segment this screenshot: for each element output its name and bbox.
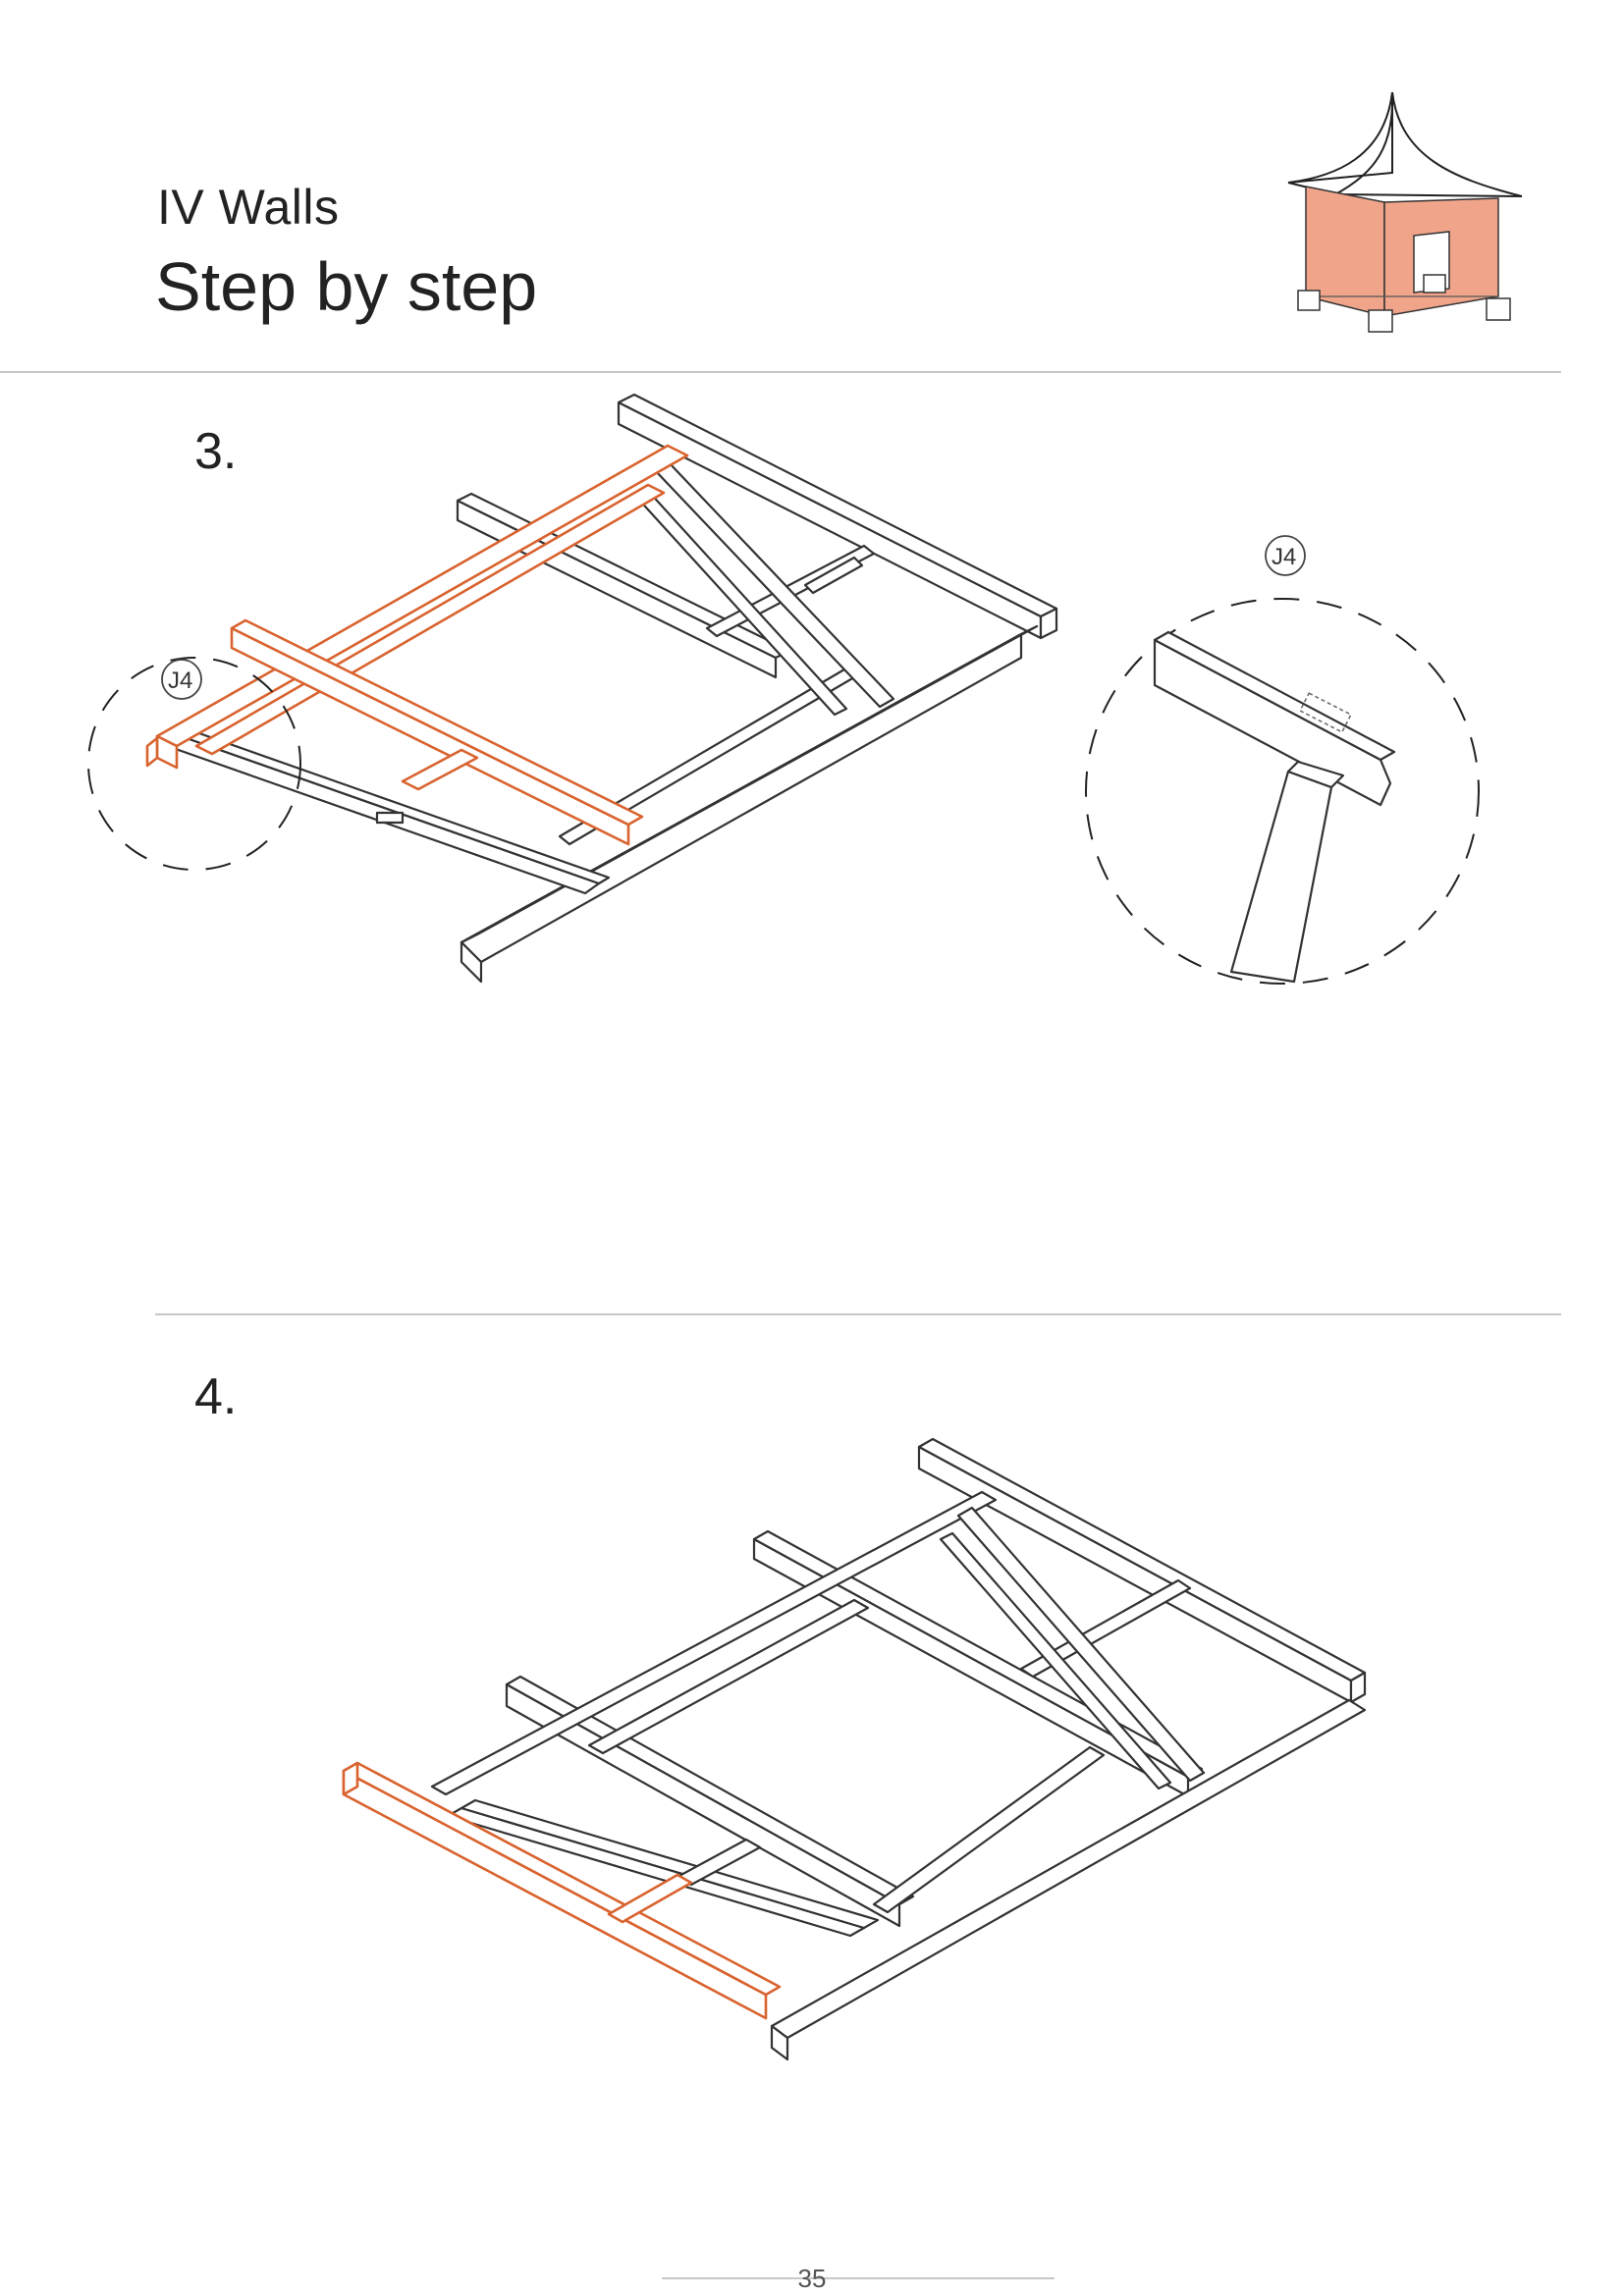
footer-divider: [662, 2277, 1055, 2279]
step-3-frame-diagram: [145, 393, 1058, 984]
detail-callout-label: J4: [1272, 544, 1296, 570]
chapter-heading: IV Walls: [157, 180, 340, 235]
step-3-callout-badge: J4: [161, 659, 202, 700]
detail-callout-badge: J4: [1265, 535, 1306, 576]
step-3-number: 3.: [194, 423, 238, 480]
step-4-number: 4.: [194, 1368, 238, 1425]
page-number: 35: [797, 2264, 827, 2293]
step-4-frame-diagram: [342, 1437, 1367, 2061]
step-3-joint-highlight: [87, 657, 301, 871]
house-thumbnail-icon: [1287, 91, 1523, 333]
step-divider: [155, 1313, 1561, 1315]
step-3-callout-label: J4: [168, 667, 192, 694]
page-title: Step by step: [155, 248, 538, 325]
joint-detail-icon: [1085, 598, 1480, 985]
header-divider: [0, 371, 1561, 373]
